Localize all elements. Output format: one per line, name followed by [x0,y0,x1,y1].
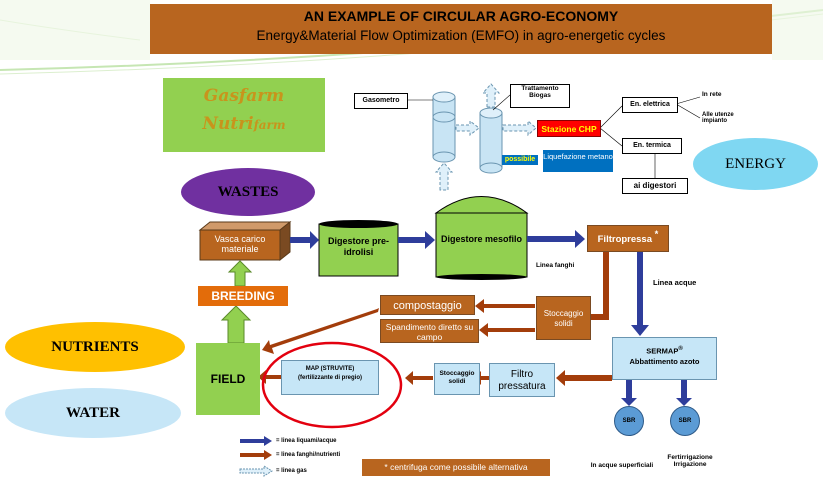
legend-brown-label: = linea fanghi/nutrienti [276,452,341,458]
filtropressa-label: Filtropressa [597,234,653,245]
sbr-right-circle: SBR [670,406,700,436]
legend-blue-label: = linea liquami/acque [276,438,337,444]
blue-flow-arrows [290,230,692,406]
vasca-label: Vasca carico materiale [214,234,266,254]
map-highlight-circle [261,341,403,429]
energy-ellipse: ENERGY [693,138,818,190]
liquefazione-box: Liquefazione metano [543,150,613,172]
map-label-1: MAP (STRUVITE) [305,366,355,372]
field-box: FIELD [196,343,260,415]
centrifuga-note: * centrifuga come possibile alternativa [362,459,550,476]
in-rete-label: In rete [702,91,722,98]
gasometro-label: Gasometro [354,93,408,109]
filtropressa-asterisk: * [654,229,659,240]
sermap-box: SERMAP® Abbattimento azoto [612,337,717,380]
logo-nutri: Nutri [202,114,254,134]
logo-gasfarm: Gasfarm [203,86,285,106]
gasfarm-nutrifarm-logo: Gasfarm Nutrifarm [163,78,325,152]
linea-acque-label: Linea acque [653,278,697,287]
water-label: WATER [66,405,120,421]
energy-label: ENERGY [725,156,786,172]
in-acque-label: In acque superficiali [590,462,654,469]
legend-arrows [239,436,273,477]
wastes-ellipse: WASTES [181,168,315,216]
digestore-mesofilo-shape [434,196,529,280]
vasca-shape [198,220,292,262]
sermap-label: SERMAP [646,346,679,356]
nutrients-label: NUTRIENTS [51,339,139,355]
title-banner: AN EXAMPLE OF CIRCULAR AGRO-ECONOMY Ener… [150,4,772,54]
page-subtitle: Energy&Material Flow Optimization (EMFO)… [256,28,666,43]
sermap-registered: ® [678,346,683,352]
gas-line-arrows [434,83,537,191]
leader-lines [406,94,701,178]
page-title: AN EXAMPLE OF CIRCULAR AGRO-ECONOMY [303,8,619,24]
possibile-tag: possibile [502,155,538,165]
sbr-left-circle: SBR [614,406,644,436]
compostaggio-box: compostaggio [380,295,475,315]
stoccaggio-solidi-bottom-box: Stoccaggio solidi [434,363,480,395]
en-termica-box: En. termica [622,138,682,154]
en-elettrica-box: En. elettrica [622,97,678,113]
fertirrigazione-label: Fertirrigazione Irrigazione [667,454,713,468]
trattamento-label: Trattamento Biogas [510,84,570,108]
biogas-treatment-cylinder [479,107,503,174]
alle-utenze-label: Alle utenze impianto [702,112,734,124]
gasometer-cylinders [432,91,456,163]
sermap-subtitle: Abbattimento azoto [629,356,700,366]
stoccaggio-solidi-top-box: Stoccaggio solidi [536,296,591,340]
digestore-pre-shape [318,220,399,277]
wastes-label: WASTES [217,184,279,200]
digestore-pre-label: Digestore pre-idrolisi [327,236,389,257]
map-label-2: (fertilizzante di pregio) [297,375,362,381]
breeding-box: BREEDING [198,286,288,306]
logo-farm: farm [253,118,286,132]
sermap-title: SERMAP® [613,346,716,356]
logo-nutrifarm: Nutrifarm [163,114,325,134]
water-ellipse: WATER [5,388,181,438]
filtro-pressatura-box: Filtro pressatura [489,363,555,397]
legend-gas-label: = linea gas [276,468,307,474]
nutrients-ellipse: NUTRIENTS [5,322,185,372]
stazione-chp-box: Stazione CHP [537,120,601,137]
filtropressa-box: Filtropressa * [587,225,669,252]
linea-fanghi-label: Linea fanghi [536,262,575,269]
spandimento-box: Spandimento diretto su campo [380,319,479,343]
digestore-mesofilo-label: Digestore mesofilo [440,234,523,244]
green-flow-arrows [220,260,253,344]
ai-digestori-box: ai digestori [622,178,688,194]
map-box: MAP (STRUVITE) (fertilizzante di pregio) [281,360,379,395]
